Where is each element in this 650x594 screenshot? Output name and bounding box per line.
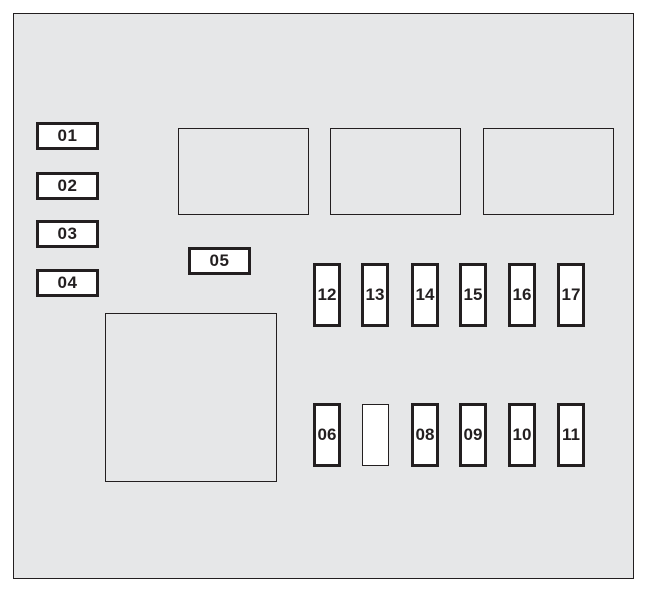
fuse-04: 04 — [36, 269, 99, 297]
fuse-05: 05 — [188, 247, 251, 275]
fuse-06: 06 — [313, 403, 341, 467]
fuse-11: 11 — [557, 403, 585, 467]
fuse-08: 08 — [411, 403, 439, 467]
fuse-10: 10 — [508, 403, 536, 467]
fuse-15: 15 — [459, 263, 487, 327]
fuse-09: 09 — [459, 403, 487, 467]
relay-top-left — [178, 128, 309, 215]
fuse-12: 12 — [313, 263, 341, 327]
fuse-02: 02 — [36, 172, 99, 200]
relay-large — [105, 313, 277, 482]
fuse-03: 03 — [36, 220, 99, 248]
fuse-14: 14 — [411, 263, 439, 327]
fuse-13: 13 — [361, 263, 389, 327]
relay-top-middle — [330, 128, 461, 215]
fuse-01: 01 — [36, 122, 99, 150]
relay-top-right — [483, 128, 614, 215]
fuse-17: 17 — [557, 263, 585, 327]
fuse-16: 16 — [508, 263, 536, 327]
empty-fuse-slot — [362, 404, 389, 466]
